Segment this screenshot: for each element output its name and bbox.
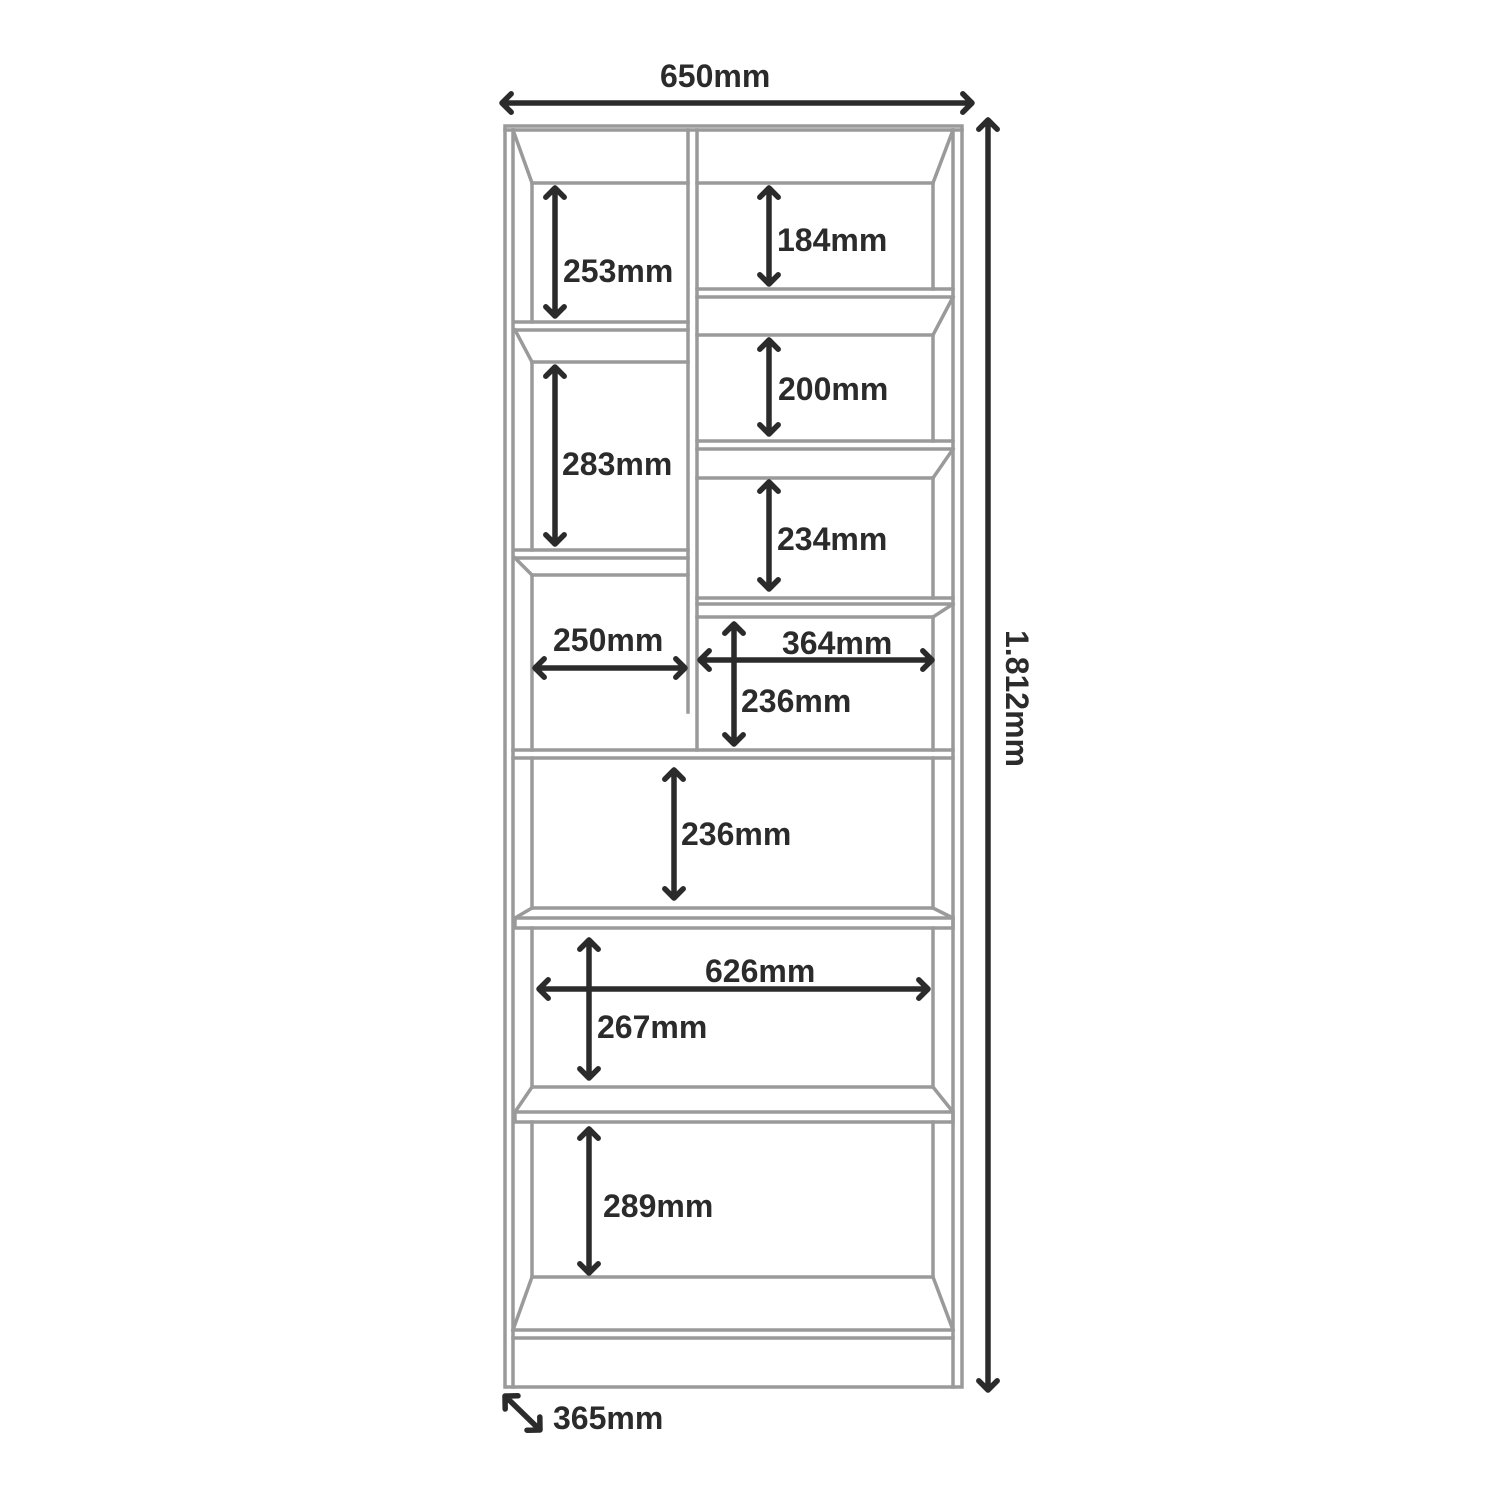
arrow-right-lower-width: [697, 648, 935, 672]
arrow-overall-width: [499, 91, 975, 115]
arrow-right-lower-height: [722, 621, 746, 747]
label-bottom-compartment-height: 289mm: [603, 1188, 713, 1224]
arrow-full-shelf-1-height: [662, 767, 686, 901]
dimension-arrows: [499, 91, 1000, 1433]
label-depth: 365mm: [553, 1400, 663, 1436]
label-right-lower-width: 364mm: [782, 625, 892, 661]
arrow-full-shelf-2-width: [536, 977, 931, 1001]
label-right-top-height: 184mm: [777, 222, 887, 258]
label-full-shelf-1-height: 236mm: [681, 816, 791, 852]
label-left-lower-width: 250mm: [553, 622, 663, 658]
arrow-bottom-compartment-height: [577, 1126, 601, 1276]
outer-frame: [503, 124, 964, 1389]
label-right-second-height: 200mm: [778, 371, 888, 407]
arrow-left-lower-width: [532, 656, 688, 680]
label-right-third-height: 234mm: [777, 521, 887, 557]
label-left-top-height: 253mm: [563, 253, 673, 289]
arrow-left-top-height: [543, 185, 567, 319]
label-right-lower-height: 236mm: [741, 683, 851, 719]
arrow-overall-height: [976, 117, 1000, 1393]
label-full-shelf-2-width: 626mm: [705, 953, 815, 989]
bookcase-outline: [503, 124, 964, 1389]
arrow-right-second-height: [757, 337, 781, 437]
arrow-left-middle-height: [543, 364, 567, 547]
label-overall-width: 650mm: [660, 58, 770, 94]
arrow-full-shelf-2-height: [577, 937, 601, 1081]
label-left-middle-height: 283mm: [562, 446, 672, 482]
arrow-depth: [502, 1393, 543, 1433]
arrow-right-third-height: [757, 479, 781, 592]
dimension-labels: 650mm 1.812mm 365mm 253mm 283mm 250mm 18…: [553, 58, 1035, 1436]
label-overall-height: 1.812mm: [999, 630, 1035, 767]
arrow-right-top-height: [757, 185, 781, 287]
label-full-shelf-2-height: 267mm: [597, 1009, 707, 1045]
